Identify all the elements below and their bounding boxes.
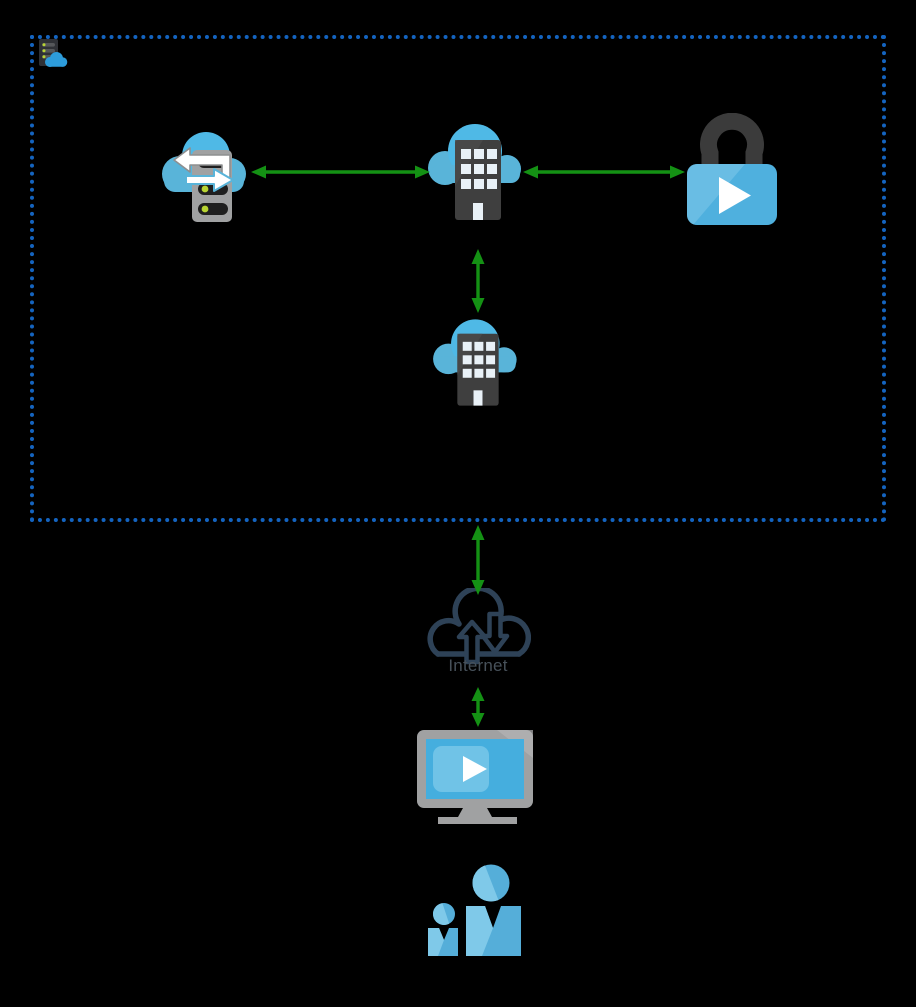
lock-shackle xyxy=(700,113,764,171)
play-triangle xyxy=(719,177,751,214)
building-windows xyxy=(462,341,496,378)
building-windows xyxy=(461,149,497,189)
arrow-in-right xyxy=(185,168,234,192)
monitor-neck xyxy=(458,808,492,817)
arrow-building-building2 xyxy=(471,249,485,313)
cloud-enterprise-building-icon xyxy=(428,124,521,220)
building-door xyxy=(473,390,483,406)
cloud-boundary-box xyxy=(30,35,886,522)
user-small xyxy=(428,903,458,956)
padlock-play-icon xyxy=(687,113,777,225)
arrow-internet-monitor xyxy=(471,687,485,727)
cloud-server-sync-arrows-icon xyxy=(162,132,246,222)
monitor-play-icon xyxy=(417,730,533,824)
building-door xyxy=(473,203,483,220)
download-arrow-icon xyxy=(480,611,510,655)
monitor-base xyxy=(438,817,517,824)
two-users-icon xyxy=(428,864,521,956)
server-with-cloud-stamp-icon xyxy=(39,39,68,67)
stamp-cloud xyxy=(45,52,68,67)
internet-label: Internet xyxy=(448,656,508,675)
user-large xyxy=(466,864,521,956)
arrow-syncserver-building xyxy=(251,165,430,179)
arrow-boundary-internet xyxy=(471,525,485,595)
arrow-building-lock xyxy=(523,165,685,179)
play-triangle xyxy=(463,756,487,782)
cloud-enterprise-building-secondary-icon xyxy=(433,319,517,406)
